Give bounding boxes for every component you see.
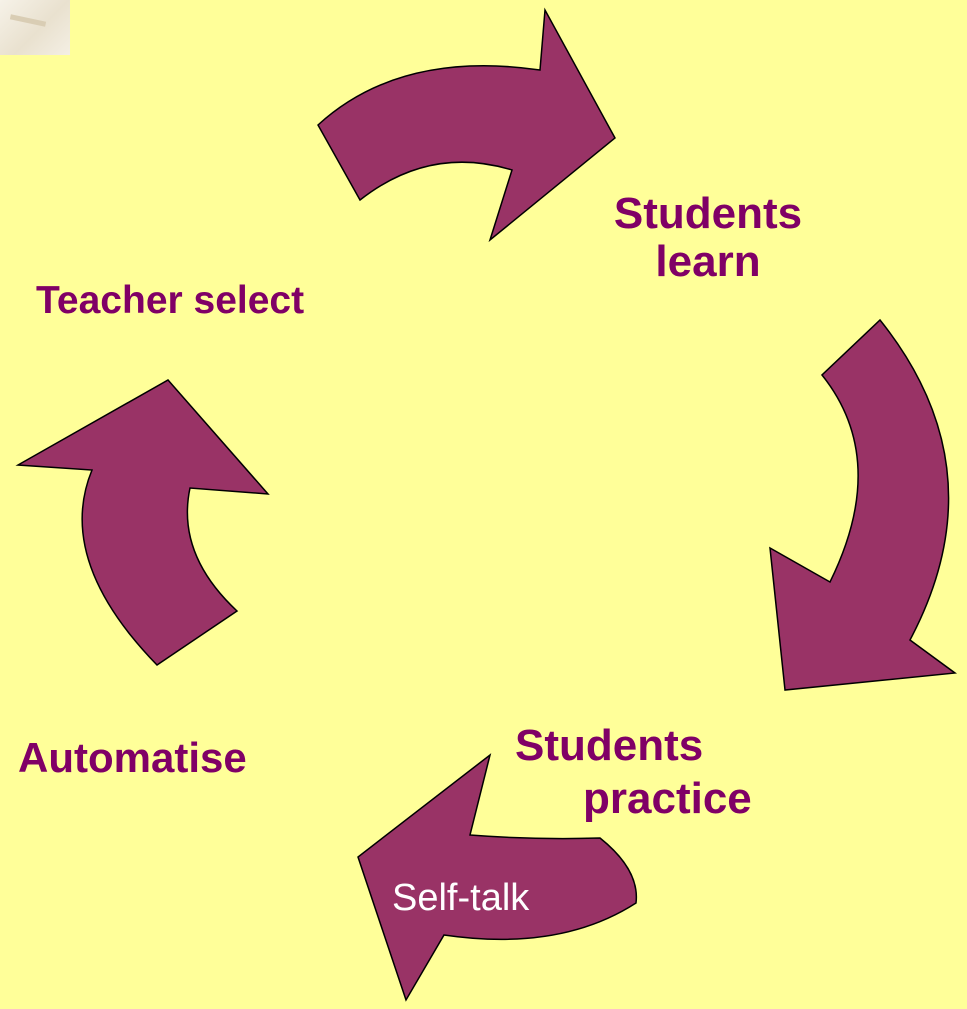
node-students-learn-line2: learn (655, 236, 761, 286)
node-students-practice-line1: Students (515, 721, 704, 770)
node-students-learn: Students learn (582, 190, 834, 285)
self-talk-label: Self-talk (392, 876, 529, 921)
corner-photo-fragment (0, 0, 70, 55)
arrow-automatise-to-teacher (15, 379, 270, 666)
arrow-teacher-to-learn (317, 7, 616, 243)
node-students-practice: Students practice (515, 720, 752, 826)
arrow-learn-to-practice (769, 318, 958, 691)
node-teacher-select-text: Teacher select (36, 279, 305, 322)
node-automatise: Automatise (18, 733, 247, 783)
node-automatise-text: Automatise (18, 734, 247, 781)
node-teacher-select: Teacher select (36, 278, 304, 324)
self-talk-text: Self-talk (392, 877, 530, 919)
node-students-learn-line1: Students (613, 189, 803, 238)
arrow-practice-to-selftalk (357, 753, 638, 1002)
node-students-practice-line2: practice (583, 773, 752, 823)
